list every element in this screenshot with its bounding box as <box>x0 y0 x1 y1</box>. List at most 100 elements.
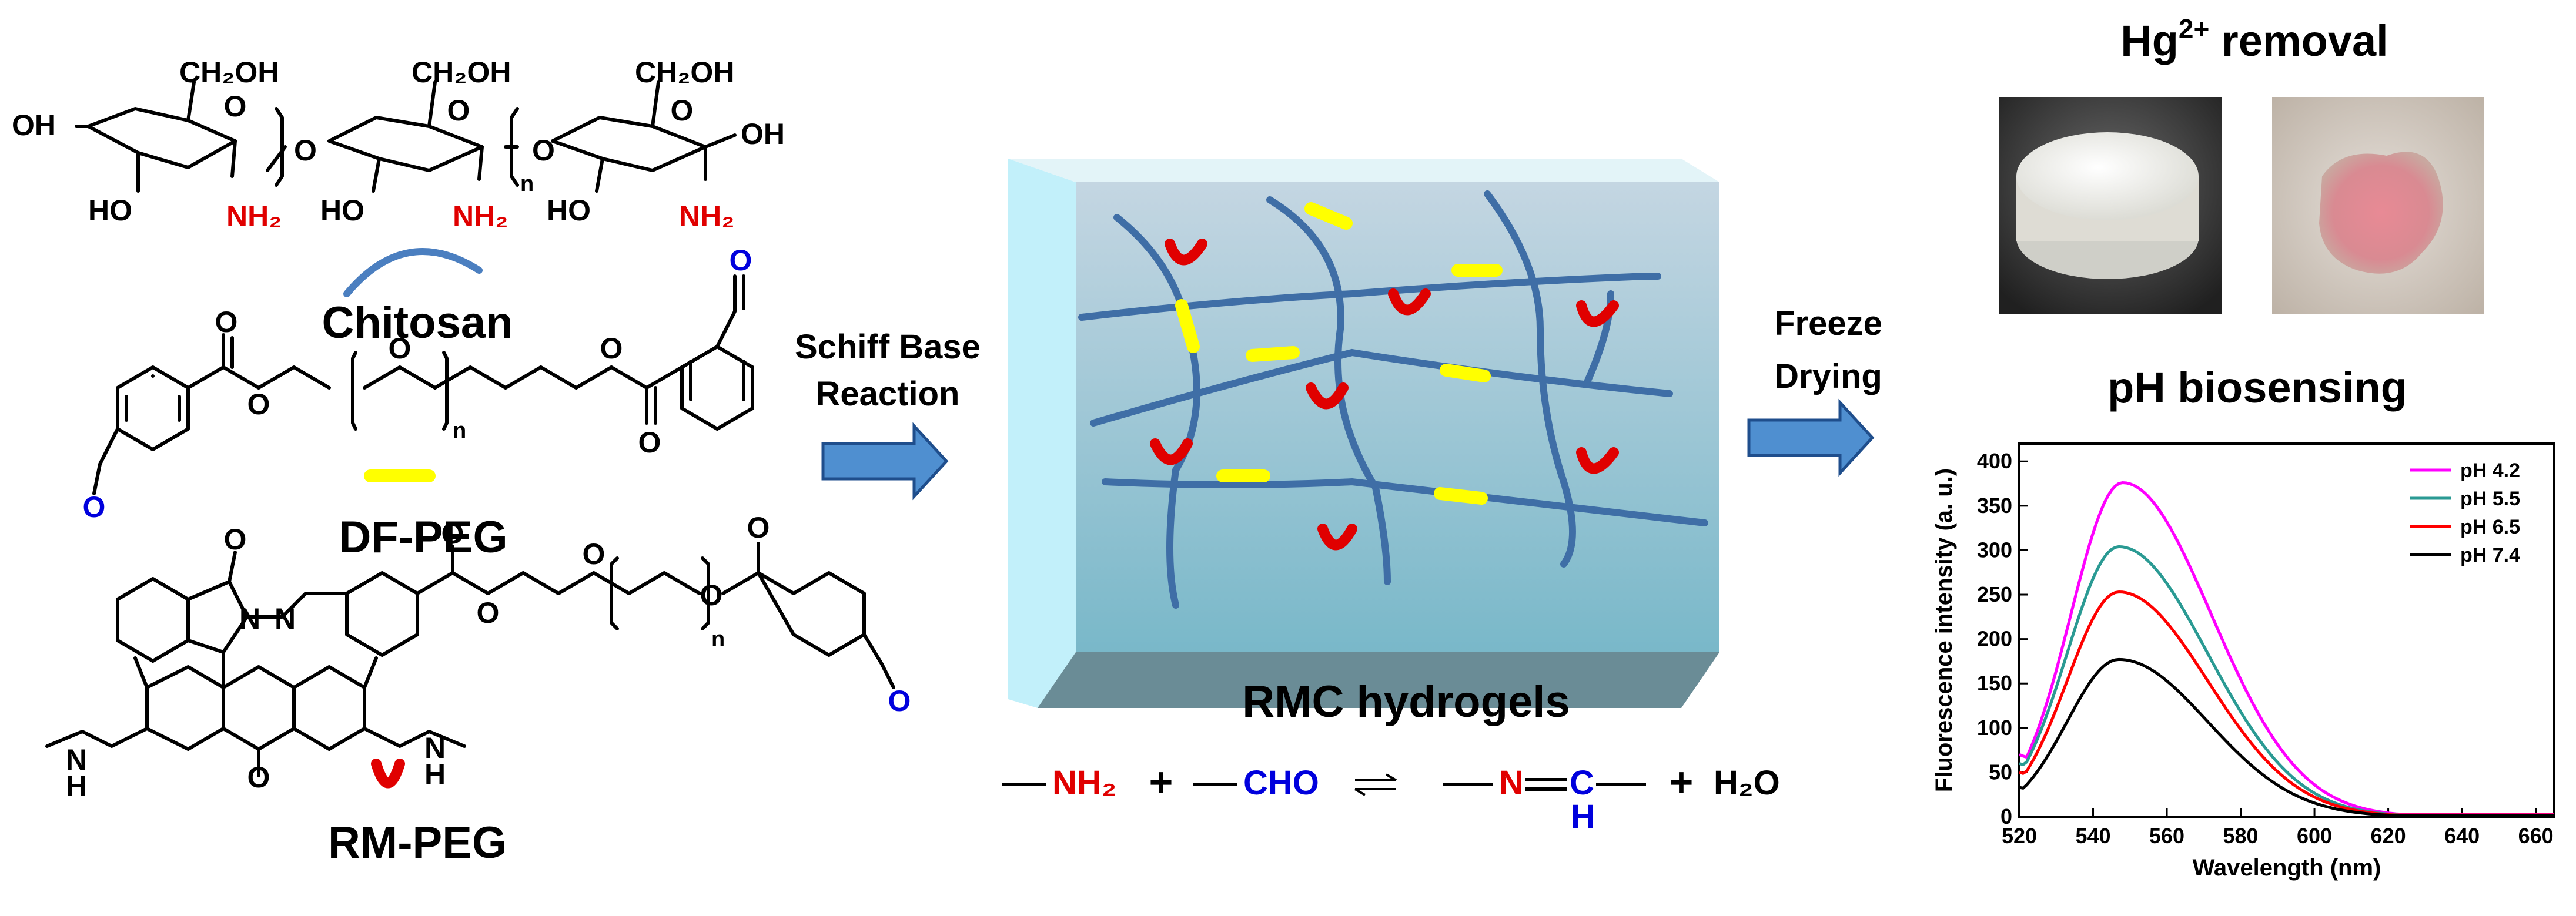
freeze-drying-arrow-shape <box>1747 398 1875 477</box>
chitosan-structure: OH CH₂OH O HO NH₂ O CH₂OH O HO NH₂ n O C… <box>12 56 785 348</box>
freeze-drying-label-2: Drying <box>1774 357 1882 395</box>
hydrogel-bottom-face <box>1038 652 1719 708</box>
hydrogel-panel: RMC hydrogels <box>1008 159 1719 727</box>
chitosan-ho-2: HO <box>320 194 364 227</box>
y-tick-label: 0 <box>2000 804 2012 828</box>
y-tick-label: 300 <box>1977 538 2012 562</box>
y-tick-label: 200 <box>1977 627 2012 651</box>
chitosan-ho-3: HO <box>547 194 591 227</box>
chitosan-ch2oh-3: CH₂OH <box>635 56 734 89</box>
chitosan-ch2oh-1: CH₂OH <box>179 56 279 89</box>
chitosan-o-link2: O <box>532 134 555 167</box>
schiff-base-arrow: Schiff Base Reaction <box>795 328 981 501</box>
legend-label: pH 7.4 <box>2460 544 2520 566</box>
rmpeg-o-carbonyl2: O <box>747 511 770 544</box>
x-tick-label: 620 <box>2371 824 2406 848</box>
dfpeg-o-ester2: O <box>600 332 623 365</box>
dfpeg-o-carbonyl2: O <box>638 426 661 459</box>
x-tick-label: 560 <box>2149 824 2184 848</box>
chitosan-o-ring1: O <box>224 90 247 123</box>
y-tick-label: 50 <box>1989 760 2012 784</box>
chitosan-oh-3: OH <box>741 118 785 150</box>
chart-plot-frame <box>2018 442 2555 818</box>
rmpeg-nh-left: N <box>66 743 87 776</box>
series-line-ph-6-5 <box>2019 590 2554 817</box>
chitosan-chain-symbol <box>343 248 483 297</box>
legend-label: pH 4.2 <box>2460 459 2520 482</box>
chitosan-o-link1: O <box>294 134 317 167</box>
hydrogel-top-face <box>1008 159 1719 182</box>
rmpeg-structure: O N N O N H N H O O O n O O O RM-PEG <box>45 511 911 868</box>
rmc-hydrogels-label: RMC hydrogels <box>1242 677 1570 727</box>
rmpeg-o-aldehyde: O <box>888 685 911 717</box>
schiff-equation: NH₂ + CHO N C H + H₂O <box>1002 759 1780 836</box>
series-line-ph-5-5 <box>2019 545 2554 817</box>
chitosan-nh2-2: NH₂ <box>453 200 508 233</box>
y-tick-label: 150 <box>1977 671 2012 695</box>
chitosan-ho-1: HO <box>88 194 132 227</box>
schiff-base-label-2: Reaction <box>816 375 960 413</box>
rhodamine-symbol <box>371 759 405 789</box>
hg-title-main: Hg <box>2120 16 2179 65</box>
chitosan-nh2-3: NH₂ <box>679 200 734 233</box>
x-tick-label: 600 <box>2297 824 2332 848</box>
rmpeg-o-carbonyl1: O <box>441 517 464 550</box>
pink-hydrogel-sample <box>2319 152 2443 274</box>
equation-h2o: H₂O <box>1714 764 1780 802</box>
x-tick-label: 520 <box>2002 824 2037 848</box>
chitosan-o-ring2: O <box>447 94 470 127</box>
y-tick-label: 350 <box>1977 494 2012 518</box>
legend-label: pH 6.5 <box>2460 516 2520 538</box>
dfpeg-o-aldehyde-left: O <box>83 491 106 524</box>
equation-plus-1: + <box>1149 759 1173 805</box>
x-tick-label: 580 <box>2223 824 2259 848</box>
chitosan-oh-1: OH <box>12 109 56 142</box>
white-hydrogel-top <box>2016 132 2199 220</box>
hg-removal-section: Hg2+ removal <box>1999 14 2484 314</box>
schiff-base-label-1: Schiff Base <box>795 328 981 366</box>
equation-plus-2: + <box>1670 759 1694 805</box>
hg-title-rest: removal <box>2209 16 2388 65</box>
rhodamine-moieties <box>1150 239 1619 551</box>
hydrogel-side-face <box>1008 159 1076 708</box>
dfpeg-o-carbonyl1: O <box>215 306 238 338</box>
chitosan-o-ring3: O <box>671 94 694 127</box>
svg-text:Hg2+ removal: Hg2+ removal <box>2120 14 2388 65</box>
hg-title-sup: 2+ <box>2179 14 2209 44</box>
rmpeg-label: RM-PEG <box>328 818 507 868</box>
dfpeg-structure: O O O n O O O O DF-PEG <box>83 244 754 562</box>
equation-n: N <box>1499 764 1524 802</box>
series-line-ph-7-4 <box>2019 657 2554 817</box>
legend-label: pH 5.5 <box>2460 488 2520 510</box>
rmpeg-n-lactam: N <box>239 602 260 635</box>
freeze-drying-arrow: Freeze Drying <box>1747 304 1882 477</box>
rmpeg-nh-right: N <box>424 732 446 764</box>
schiff-base-arrow-shape <box>821 422 949 501</box>
equation-c: C <box>1570 764 1594 802</box>
rmpeg-n-subscript: n <box>711 627 725 652</box>
dfpeg-o-peg: O <box>389 332 412 365</box>
equation-cho: CHO <box>1243 764 1319 802</box>
chitosan-label: Chitosan <box>322 298 513 348</box>
dfpeg-o-aldehyde-right: O <box>730 244 752 277</box>
equation-h: H <box>1571 798 1595 836</box>
chitosan-nh2-1: NH₂ <box>226 200 282 233</box>
rmpeg-n-imine: N <box>275 602 296 635</box>
equation-nh2: NH₂ <box>1052 764 1117 802</box>
dfpeg-n-subscript: n <box>453 418 466 443</box>
rmpeg-h-left: H <box>66 770 87 803</box>
y-tick-label: 100 <box>1977 716 2012 740</box>
rmpeg-o-ester2: O <box>700 579 723 612</box>
rmpeg-o-xanthene: O <box>247 761 270 794</box>
chitosan-n-subscript: n <box>520 172 534 196</box>
y-tick-label: 400 <box>1977 449 2012 473</box>
dfpeg-label: DF-PEG <box>339 512 507 562</box>
df-peg-crosslinks <box>1175 202 1503 505</box>
y-axis-label: Fluorescence intensity (a. u.) <box>1931 468 1957 792</box>
rmpeg-o-lactam: O <box>224 523 247 556</box>
x-tick-label: 660 <box>2518 824 2554 848</box>
